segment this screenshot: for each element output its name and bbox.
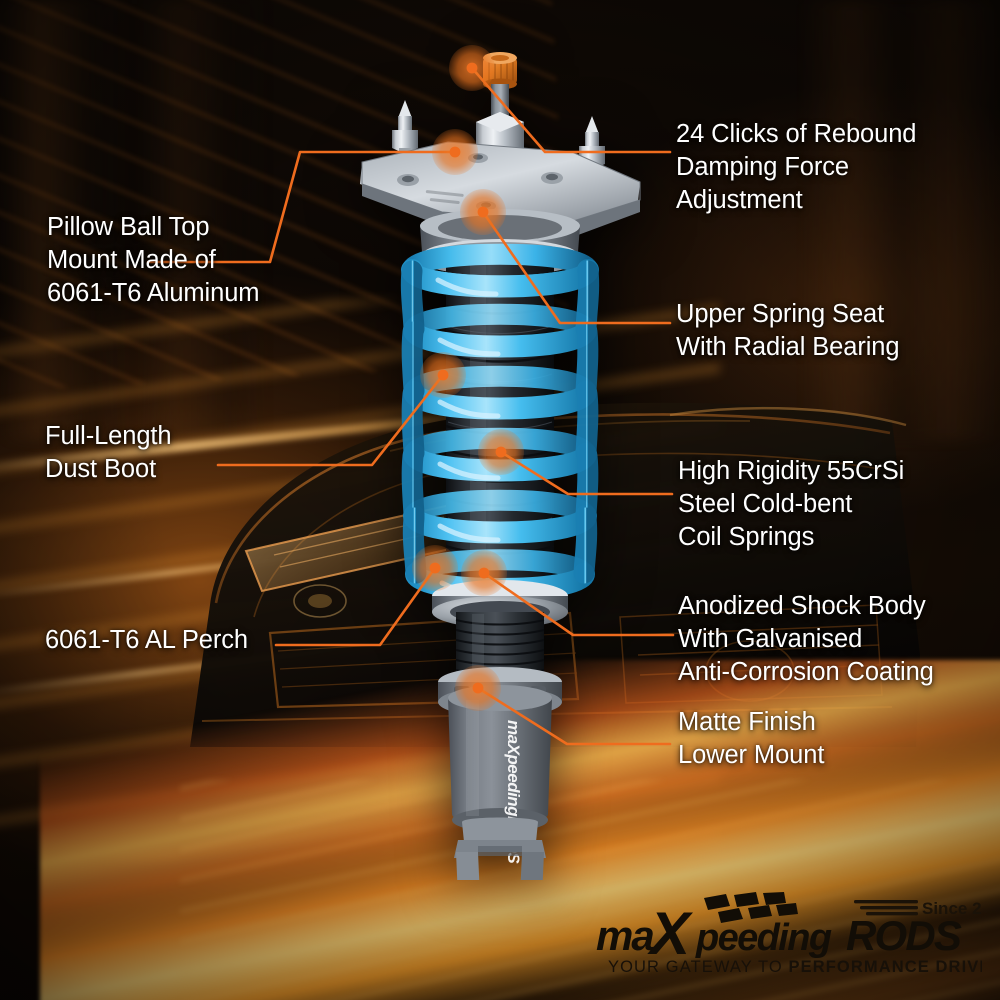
- callout-coil-springs: High Rigidity 55CrSi Steel Cold-bent Coi…: [678, 457, 905, 552]
- maxpeedingrods-logo: Since 2006 ma X peeding RODS YOUR GATEWA…: [592, 892, 982, 978]
- logo-text-ma: ma: [596, 912, 654, 959]
- callout-upper-spring-seat: Upper Spring Seat With Radial Bearing: [676, 300, 900, 362]
- callout-anodized-shock-body: Anodized Shock Body With Galvanised Anti…: [678, 592, 934, 687]
- callout-al-perch: 6061-T6 AL Perch: [45, 626, 248, 654]
- callout-rebound-damping: 24 Clicks of Rebound Damping Force Adjus…: [676, 120, 917, 215]
- callout-full-length-dust-boot: Full-Length Dust Boot: [45, 422, 172, 484]
- logo-text-peeding: peeding: [695, 917, 832, 959]
- logo-text-rods: RODS: [846, 912, 962, 959]
- logo-tagline-light: YOUR GATEWAY TO: [608, 958, 789, 976]
- coilover-product-image: maXpeedingRODS: [300, 30, 700, 880]
- callout-matte-finish-lower-mount: Matte Finish Lower Mount: [678, 708, 825, 770]
- logo-tagline-bold: PERFORMANCE DRIVING: [789, 958, 983, 976]
- logo-speed-lines: [854, 900, 918, 916]
- logo-checker-flag: [704, 892, 798, 923]
- logo-text-x: X: [647, 900, 694, 967]
- logo-tagline: YOUR GATEWAY TO PERFORMANCE DRIVING: [608, 958, 982, 976]
- callout-pillow-ball-top-mount: Pillow Ball Top Mount Made of 6061-T6 Al…: [47, 213, 260, 308]
- logo-since-text: Since 2006: [922, 899, 982, 918]
